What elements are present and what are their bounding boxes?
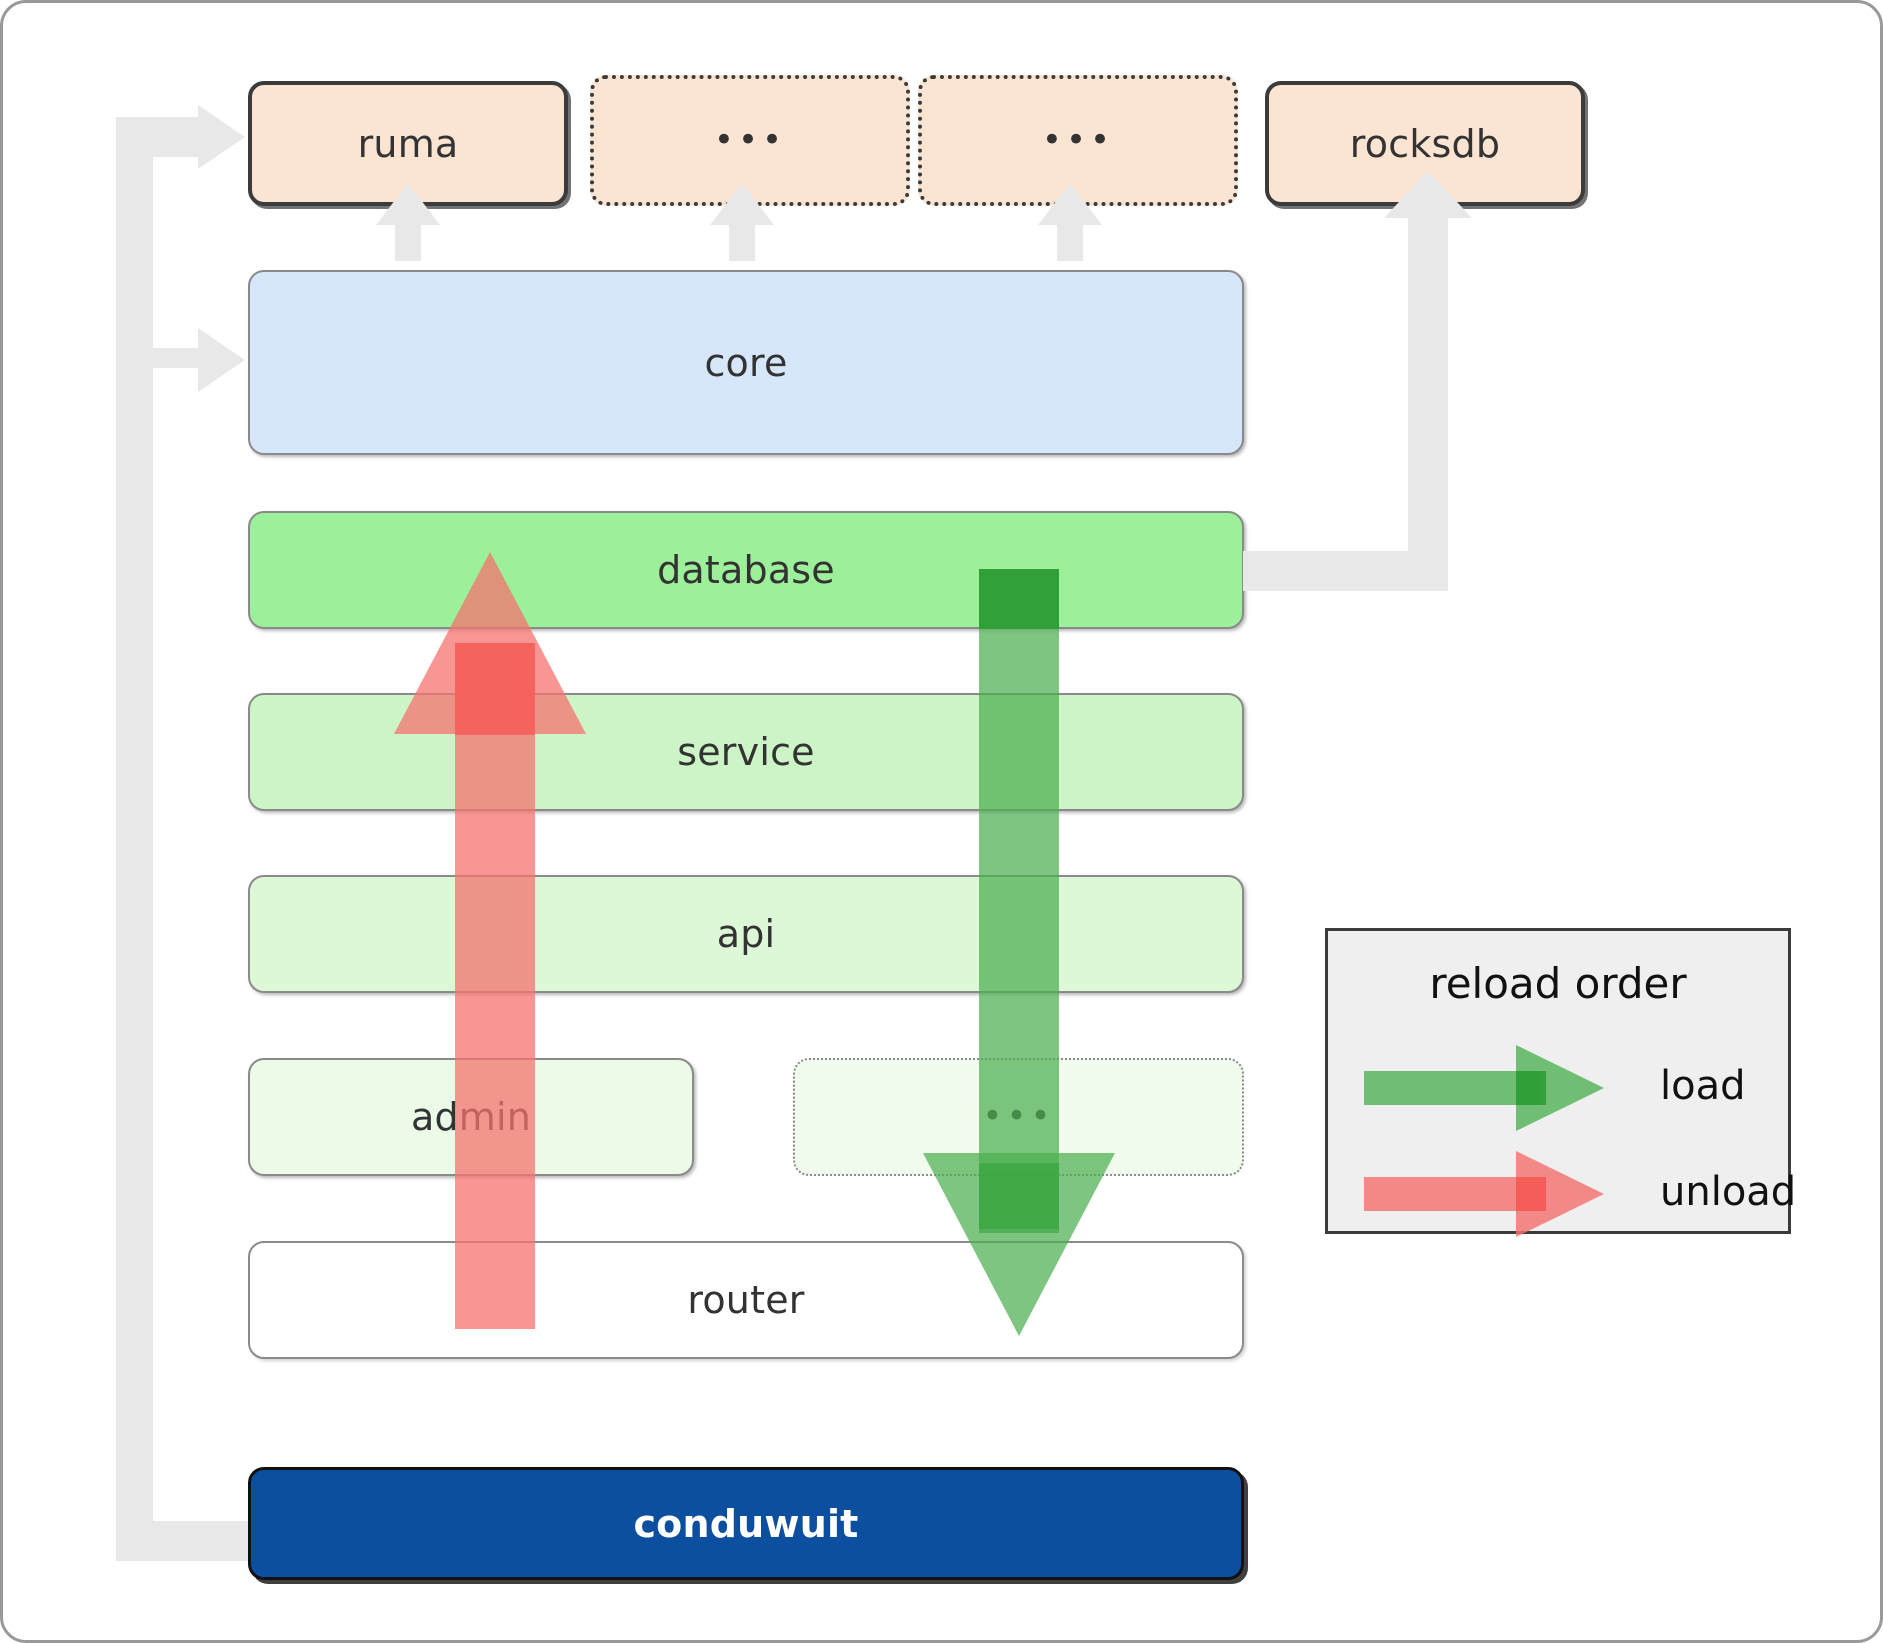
- dependency-box-ellipsis-2[interactable]: •••: [918, 75, 1238, 206]
- layer-box-api[interactable]: api: [248, 875, 1244, 993]
- layer-box-ellipsis[interactable]: •••: [793, 1058, 1244, 1176]
- flow-arrows: [394, 552, 1115, 1336]
- legend-label: unload: [1660, 1169, 1797, 1215]
- dependency-label: ruma: [357, 121, 459, 166]
- legend-item-load: load: [1364, 1045, 1764, 1131]
- legend-item-unload: unload: [1364, 1151, 1796, 1237]
- layer-box-database[interactable]: database: [248, 511, 1244, 629]
- layer-label: router: [687, 1278, 805, 1322]
- dependency-box-ruma[interactable]: ruma: [248, 81, 568, 206]
- root-box-conduwuit[interactable]: conduwuit: [248, 1467, 1244, 1580]
- connector-arrows: [116, 105, 1472, 1561]
- dependency-box-rocksdb[interactable]: rocksdb: [1265, 81, 1585, 206]
- legend-title: reload order: [1429, 959, 1687, 1008]
- layer-label: database: [657, 548, 835, 592]
- dependency-label: •••: [1041, 119, 1115, 160]
- layer-label: core: [704, 340, 788, 385]
- layer-box-router[interactable]: router: [248, 1241, 1244, 1359]
- layer-box-admin[interactable]: admin: [248, 1058, 694, 1176]
- unload-arrow-icon: [1364, 1151, 1604, 1237]
- dependency-box-ellipsis-1[interactable]: •••: [590, 75, 910, 206]
- dependency-label: rocksdb: [1349, 121, 1501, 166]
- load-arrow-icon: [1364, 1045, 1604, 1131]
- layer-label: admin: [410, 1095, 532, 1139]
- root-label: conduwuit: [633, 1501, 859, 1546]
- dependency-label: •••: [713, 119, 787, 160]
- layer-box-service[interactable]: service: [248, 693, 1244, 811]
- layer-label: •••: [982, 1096, 1055, 1137]
- layer-box-core[interactable]: core: [248, 270, 1244, 455]
- legend-label: load: [1660, 1063, 1746, 1109]
- layer-label: service: [677, 730, 815, 774]
- legend-panel: reload order load unload: [1325, 928, 1796, 1237]
- layer-label: api: [716, 912, 776, 956]
